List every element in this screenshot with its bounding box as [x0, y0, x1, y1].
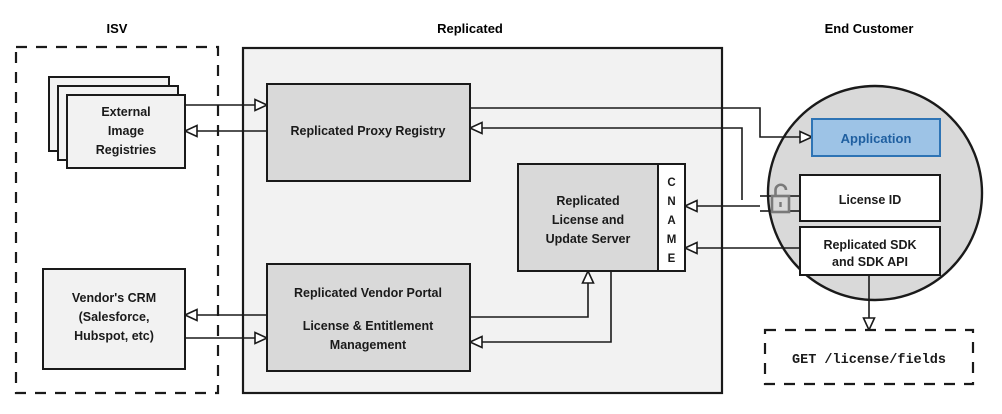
- zone-title-replicated: Replicated: [437, 21, 503, 36]
- external-image-registries[interactable]: External Image Registries: [48, 76, 186, 169]
- connector-portal-to-license-server: [470, 269, 595, 318]
- replicated-sdk-rect: [799, 226, 941, 276]
- proxy-registry-label: Replicated Proxy Registry: [291, 124, 446, 138]
- vendor-crm-label-line1: Vendor's CRM: [72, 291, 156, 305]
- connector-license-server-to-portal: [468, 271, 612, 349]
- connector-licenseid-to-cname: [683, 199, 760, 213]
- cname-rect: [657, 163, 686, 272]
- api-call-box: GET /license/fields: [763, 328, 975, 386]
- connector-registries-to-proxy: [185, 98, 269, 112]
- license-update-server-rect: [517, 163, 659, 272]
- unlocked-padlock-icon: [770, 183, 791, 214]
- connector-proxy-to-application: [470, 107, 814, 144]
- registries-label-line1: External: [101, 105, 150, 119]
- registries-label-line3: Registries: [96, 143, 156, 157]
- api-call-label: GET /license/fields: [792, 353, 946, 368]
- sdk-label-line2: and SDK API: [832, 255, 908, 269]
- vendor-portal-label-line1: Replicated Vendor Portal: [294, 286, 442, 300]
- license-id-box[interactable]: License ID: [799, 174, 941, 222]
- license-update-server-box[interactable]: Replicated License and Update Server: [517, 163, 659, 272]
- cname-strip[interactable]: C N A M E: [657, 163, 686, 272]
- connector-proxy-to-registries: [183, 124, 267, 138]
- replicated-sdk-box[interactable]: Replicated SDK and SDK API: [799, 226, 941, 276]
- application-box[interactable]: Application: [811, 118, 941, 157]
- vendor-crm-rect: [42, 268, 186, 370]
- api-call-rect: [763, 328, 975, 386]
- license-server-label-line1: Replicated: [556, 194, 619, 208]
- proxy-registry-rect: [266, 83, 471, 182]
- license-id-rect: [799, 174, 941, 222]
- zone-title-end-customer: End Customer: [825, 21, 914, 36]
- vendor-crm-label-line3: Hubspot, etc): [74, 329, 154, 343]
- vendor-crm-box[interactable]: Vendor's CRM (Salesforce, Hubspot, etc): [42, 268, 186, 370]
- registry-stack-front: [66, 94, 186, 169]
- connector-crm-to-portal: [185, 331, 269, 345]
- connector-portal-to-crm: [183, 308, 267, 322]
- cname-letter-n: N: [667, 196, 675, 208]
- application-label: Application: [841, 131, 912, 146]
- application-rect: [811, 118, 941, 157]
- vendor-portal-box[interactable]: Replicated Vendor Portal License & Entit…: [266, 263, 471, 372]
- connector-sdk-to-api-call: [862, 275, 876, 332]
- license-server-label-line2: License and: [552, 213, 624, 227]
- registries-label-line2: Image: [108, 124, 144, 138]
- vendor-portal-label-line3: Management: [330, 338, 407, 352]
- vendor-portal-label-line2: License & Entitlement: [303, 319, 434, 333]
- cname-letter-m: M: [667, 234, 677, 246]
- cname-letter-a: A: [667, 215, 675, 227]
- vendor-crm-label-line2: (Salesforce,: [79, 310, 150, 324]
- license-server-label-line3: Update Server: [546, 232, 631, 246]
- zone-title-isv: ISV: [107, 21, 128, 36]
- replicated-proxy-registry-box[interactable]: Replicated Proxy Registry: [266, 83, 471, 182]
- sdk-label-line1: Replicated SDK: [823, 238, 916, 252]
- cname-letter-e: E: [668, 253, 676, 265]
- connector-customer-to-proxy: [468, 121, 743, 200]
- cname-letter-c: C: [667, 177, 675, 189]
- vendor-portal-rect: [266, 263, 471, 372]
- connector-sdk-to-cname: [683, 241, 800, 255]
- license-id-label: License ID: [839, 193, 902, 207]
